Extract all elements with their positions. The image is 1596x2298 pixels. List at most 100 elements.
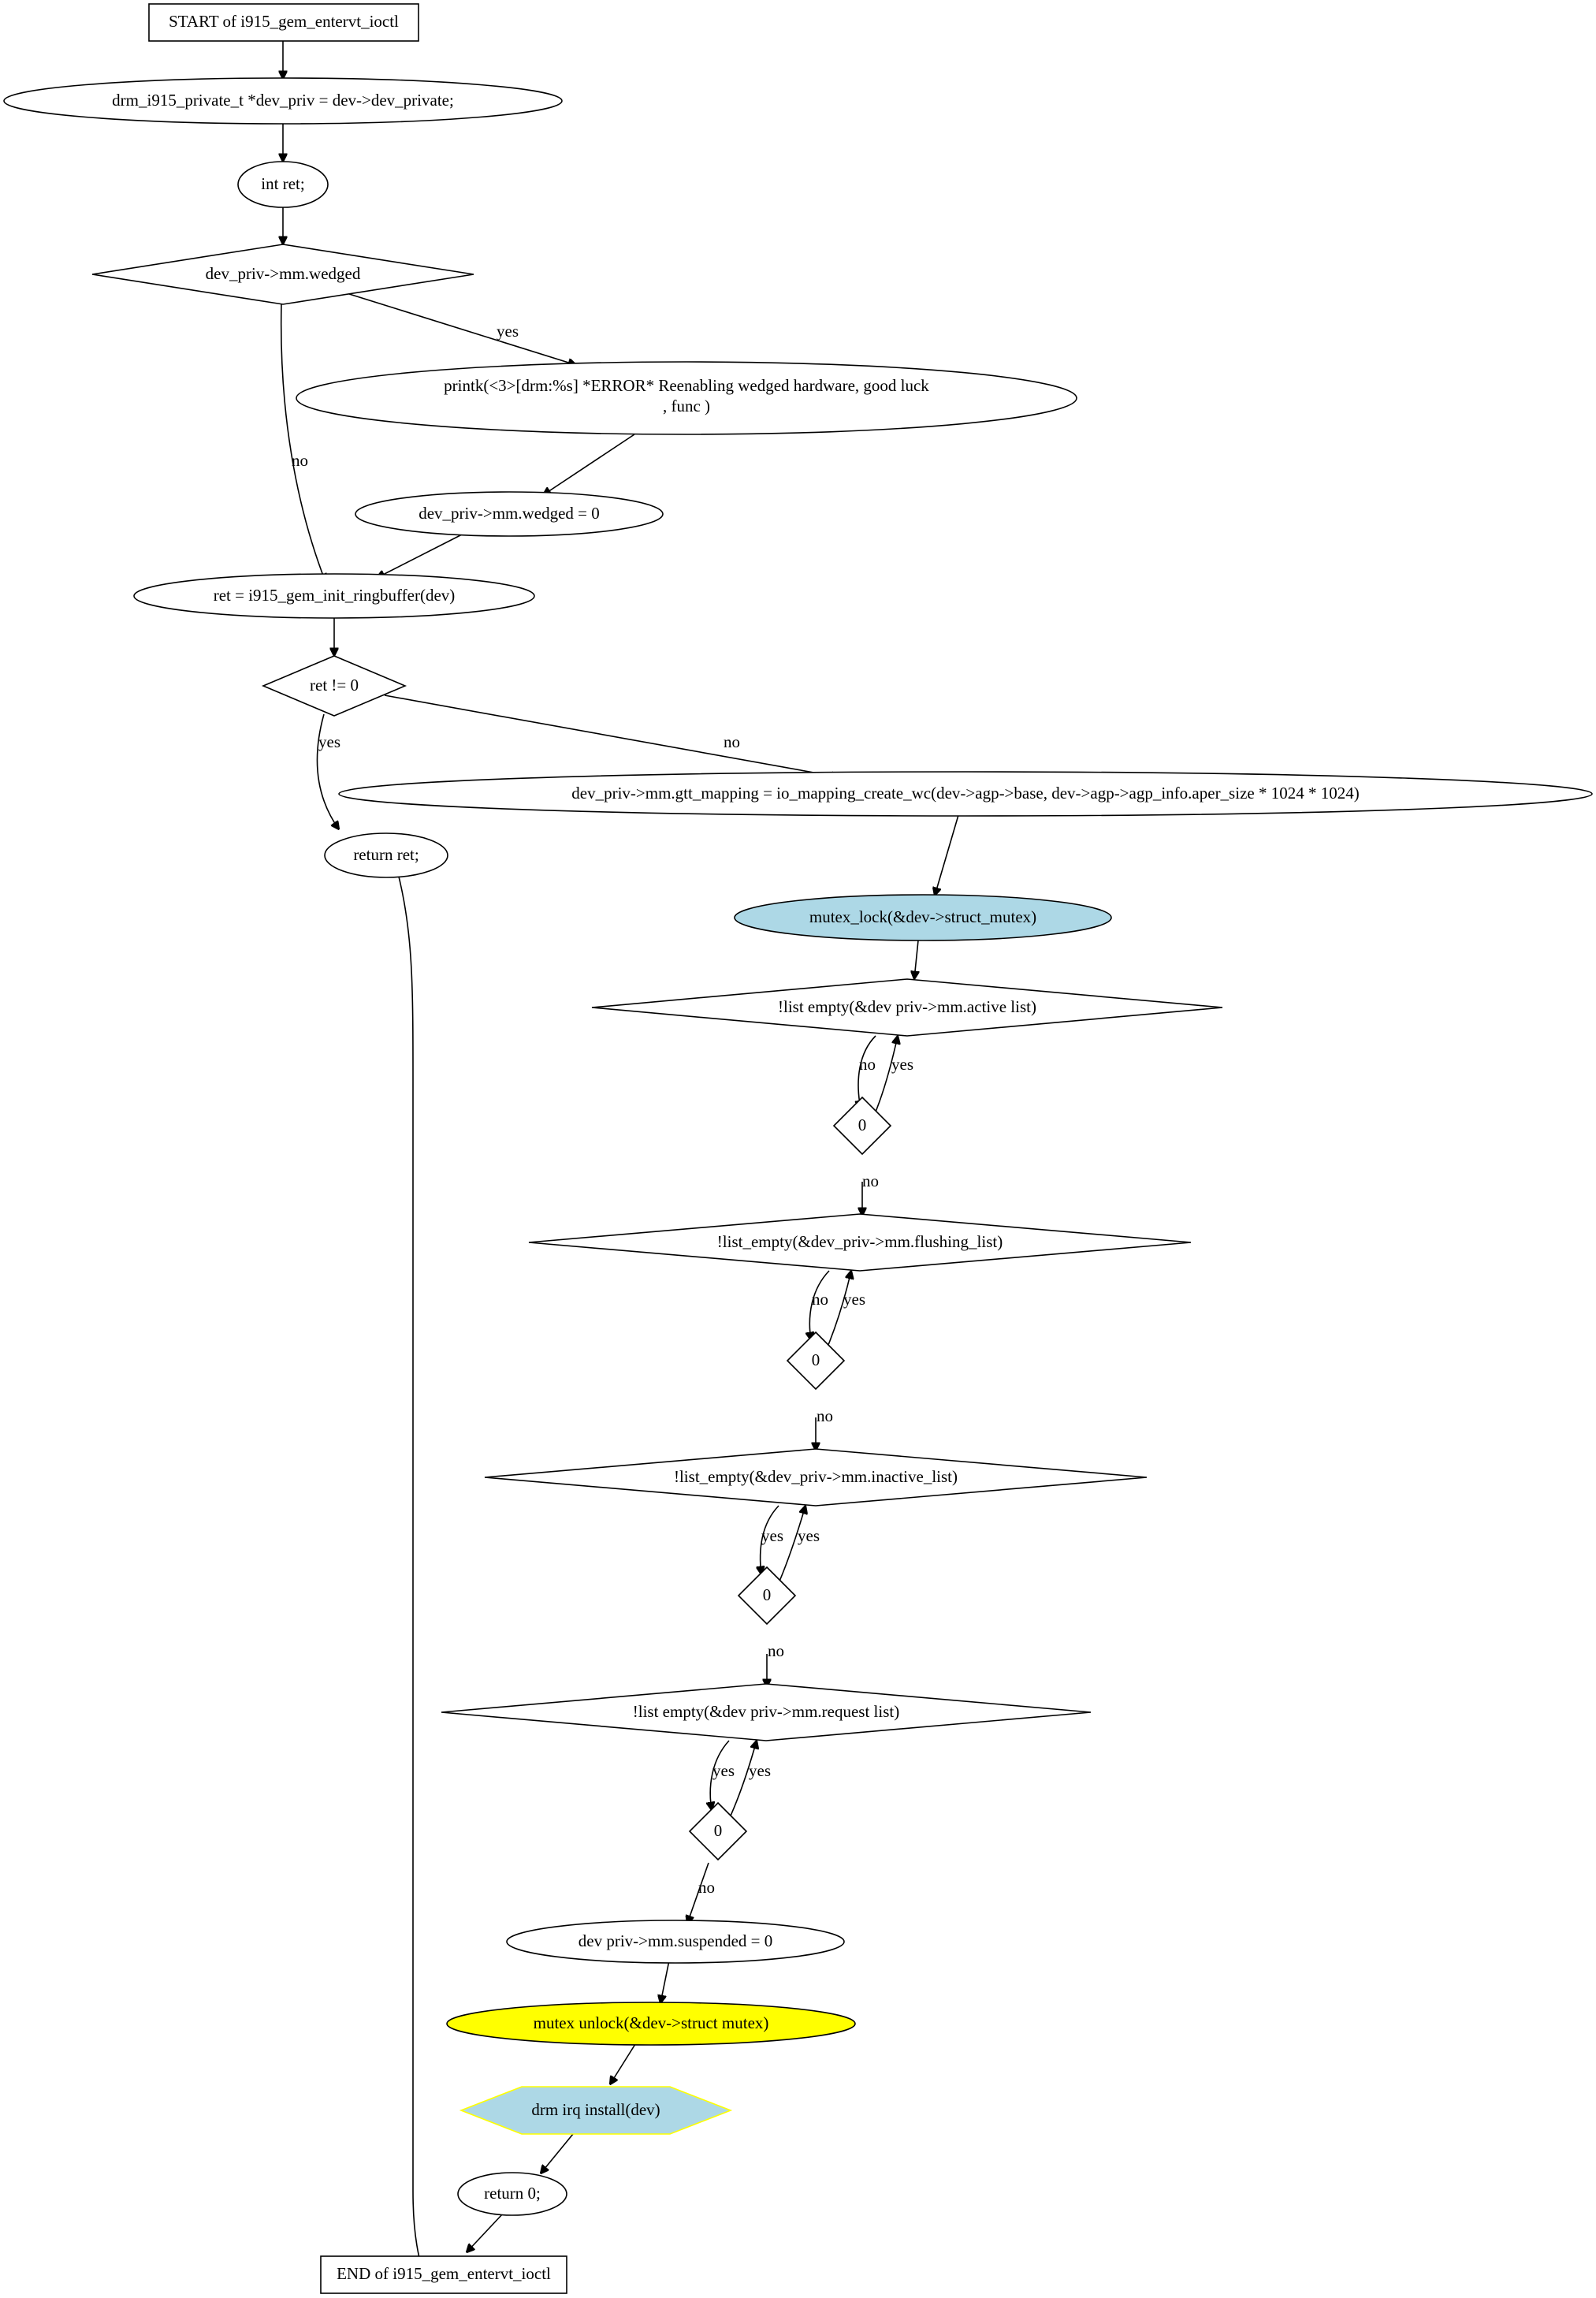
node-cond-flushing: !list_empty(&dev_priv->mm.flushing_list) (528, 1213, 1192, 1272)
node-zero-2: 0 (786, 1331, 846, 1391)
edge-label-active-no: no (859, 1055, 876, 1074)
edge-gtt-to-mutex-lock (935, 814, 959, 896)
edge-label-zero2-no: no (817, 1406, 833, 1425)
node-set-wedged-shape (355, 491, 664, 537)
edge-irq-to-return-zero (541, 2133, 574, 2173)
node-cond-inactive-shape (484, 1448, 1148, 1507)
node-return-ret-shape (324, 832, 448, 878)
edge-label-zero4-no: no (698, 1878, 715, 1897)
node-set-suspended-shape (506, 1920, 845, 1964)
node-mutex-unlock-shape (446, 2002, 856, 2046)
node-cond-ret-label: ret != 0 (310, 676, 359, 695)
node-irq-install-shape (459, 2086, 733, 2135)
node-mutex-unlock: mutex unlock(&dev->struct mutex) (446, 2002, 856, 2046)
node-cond-request: !list empty(&dev priv->mm.request list) (441, 1683, 1092, 1741)
node-return-zero-shape (457, 2172, 567, 2216)
edge-zero2-yes-to-flushing (824, 1271, 851, 1355)
edge-label-ret-yes: yes (318, 732, 340, 751)
node-mutex-unlock-label: mutex unlock(&dev->struct mutex) (534, 2013, 769, 2032)
edge-suspended-to-unlock (660, 1960, 670, 2003)
node-zero-4-label: 0 (714, 1821, 723, 1840)
node-printk-shape (296, 361, 1077, 435)
edge-unlock-to-irq (610, 2043, 636, 2084)
node-zero-1-label: 0 (858, 1115, 867, 1134)
edge-return-zero-to-end (467, 2213, 504, 2252)
node-return-ret: return ret; (324, 832, 448, 878)
edge-label-flushing-yes: yes (843, 1290, 865, 1309)
node-zero-1: 0 (832, 1096, 892, 1156)
node-zero-4-shape (688, 1801, 748, 1861)
edge-inactive-yes-to-zero3 (761, 1505, 779, 1574)
edge-return-ret-to-end (398, 876, 430, 2289)
node-printk-label-line1: printk(<3>[drm:%s] *ERROR* Reenabling we… (444, 376, 929, 395)
node-set-suspended: dev priv->mm.suspended = 0 (506, 1920, 845, 1964)
node-cond-inactive: !list_empty(&dev_priv->mm.inactive_list) (484, 1448, 1148, 1507)
edge-label-wedged-no: no (292, 451, 308, 470)
node-zero-3-shape (737, 1566, 797, 1626)
node-printk: printk(<3>[drm:%s] *ERROR* Reenabling we… (296, 361, 1077, 435)
node-zero-2-shape (786, 1331, 846, 1391)
node-decl-ret-label: int ret; (261, 174, 304, 193)
node-start-box (148, 3, 419, 42)
edge-label-active-yes: yes (891, 1055, 913, 1074)
node-cond-inactive-label: !list_empty(&dev_priv->mm.inactive_list) (674, 1467, 958, 1486)
node-printk-label-line2: , func ) (663, 397, 710, 415)
node-return-zero: return 0; (457, 2172, 567, 2216)
node-cond-active: !list empty(&dev priv->mm.active list) (591, 978, 1223, 1037)
node-mutex-lock: mutex_lock(&dev->struct_mutex) (734, 894, 1112, 941)
node-zero-3-label: 0 (763, 1585, 772, 1604)
node-zero-3: 0 (737, 1566, 797, 1626)
node-start: START of i915_gem_entervt_ioctl (148, 3, 419, 42)
node-gtt-mapping: dev_priv->mm.gtt_mapping = io_mapping_cr… (338, 771, 1593, 817)
node-cond-flushing-label: !list_empty(&dev_priv->mm.flushing_list) (717, 1232, 1003, 1251)
node-end-box (320, 2255, 567, 2294)
edge-label-request-yes: yes (712, 1761, 735, 1780)
edge-zero1-yes-to-active (872, 1036, 898, 1120)
edge-labels: yes no yes no no yes no no yes no yes ye… (292, 322, 913, 1897)
node-return-ret-label: return ret; (353, 845, 419, 864)
node-start-label: START of i915_gem_entervt_ioctl (169, 12, 399, 31)
edge-label-zero1-no: no (862, 1171, 879, 1190)
node-cond-request-label: !list empty(&dev priv->mm.request list) (633, 1702, 899, 1721)
node-end: END of i915_gem_entervt_ioctl (320, 2255, 567, 2294)
edge-mutex-lock-to-active (914, 940, 918, 979)
node-gtt-mapping-shape (338, 771, 1593, 817)
node-cond-ret: ret != 0 (261, 655, 407, 717)
edge-label-flushing-no: no (812, 1290, 828, 1309)
node-decl-ret: int ret; (237, 161, 329, 208)
node-zero-2-label: 0 (812, 1350, 820, 1369)
node-cond-wedged-shape (91, 244, 474, 305)
node-decl-dev-priv-label: drm_i915_private_t *dev_priv = dev->dev_… (112, 91, 454, 110)
node-zero-1-shape (832, 1096, 892, 1156)
edge-label-ret-no: no (724, 732, 740, 751)
edge-wedged-no-to-init (280, 304, 326, 582)
node-gtt-mapping-label: dev_priv->mm.gtt_mapping = io_mapping_cr… (571, 784, 1359, 803)
node-init-ringbuffer-shape (133, 573, 535, 619)
edge-printk-to-set-wedged (543, 434, 635, 495)
node-decl-dev-priv-shape (3, 77, 563, 125)
node-return-zero-label: return 0; (484, 2184, 541, 2203)
edge-ret-no-to-gtt (384, 695, 840, 777)
edge-active-no-to-zero1 (858, 1035, 876, 1108)
edge-zero4-yes-to-request (726, 1741, 757, 1825)
edge-ret-yes-to-return (316, 713, 339, 829)
node-cond-active-label: !list empty(&dev priv->mm.active list) (778, 997, 1036, 1016)
node-set-wedged: dev_priv->mm.wedged = 0 (355, 491, 664, 537)
node-cond-request-shape (441, 1683, 1092, 1741)
node-init-ringbuffer: ret = i915_gem_init_ringbuffer(dev) (133, 573, 535, 619)
node-set-suspended-label: dev priv->mm.suspended = 0 (579, 1931, 772, 1950)
edges (280, 41, 959, 2289)
node-cond-ret-shape (261, 655, 407, 717)
node-set-wedged-label: dev_priv->mm.wedged = 0 (419, 504, 600, 523)
node-mutex-lock-shape (734, 894, 1112, 941)
edge-label-wedged-yes: yes (497, 322, 519, 341)
edge-request-yes-to-zero4 (710, 1740, 730, 1810)
edge-label-inactive-yes: yes (761, 1526, 783, 1545)
edge-flushing-no-to-zero2 (809, 1270, 830, 1340)
node-decl-dev-priv: drm_i915_private_t *dev_priv = dev->dev_… (3, 77, 563, 125)
node-cond-wedged: dev_priv->mm.wedged (91, 244, 474, 305)
edge-wedged-yes-to-printk (346, 292, 576, 365)
node-decl-ret-shape (237, 161, 329, 208)
node-cond-flushing-shape (528, 1213, 1192, 1272)
